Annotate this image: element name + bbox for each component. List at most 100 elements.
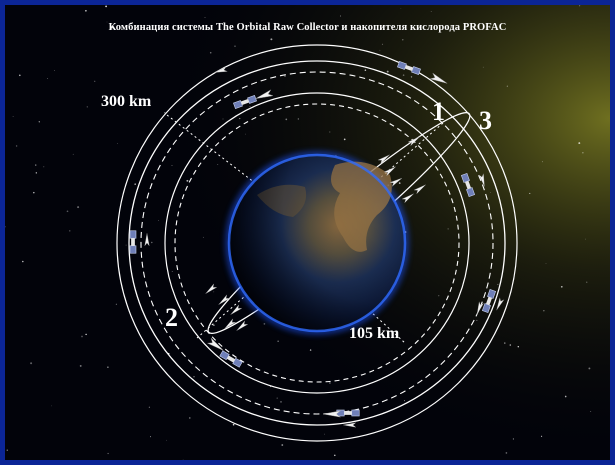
star <box>47 78 49 79</box>
star <box>85 9 87 12</box>
star <box>541 161 543 163</box>
star <box>512 438 514 440</box>
star <box>379 49 381 51</box>
point-2-label: 2 <box>165 303 178 332</box>
star <box>277 340 279 342</box>
star <box>182 459 184 460</box>
star <box>217 163 219 165</box>
star <box>404 400 405 402</box>
earth-shadow <box>229 155 405 331</box>
star <box>529 192 531 194</box>
star <box>506 85 508 87</box>
star <box>148 406 151 408</box>
outer-dashed-orbit <box>140 71 494 415</box>
outer-orbit <box>128 60 506 426</box>
star <box>482 66 484 68</box>
star <box>543 310 545 312</box>
star <box>232 423 235 426</box>
star <box>281 444 284 446</box>
radius-lines <box>166 114 444 344</box>
star <box>209 51 212 54</box>
star <box>69 230 71 232</box>
star <box>560 285 563 288</box>
star <box>107 452 109 455</box>
star <box>105 5 107 8</box>
star <box>381 43 384 45</box>
star <box>364 69 367 71</box>
star <box>505 452 508 454</box>
star <box>343 138 346 141</box>
star <box>588 367 591 370</box>
star <box>297 118 299 120</box>
star <box>476 319 478 321</box>
star <box>402 39 404 41</box>
star <box>329 382 331 384</box>
star <box>171 164 173 167</box>
star <box>54 70 55 71</box>
star <box>585 238 586 240</box>
star <box>443 150 444 151</box>
star <box>263 323 266 325</box>
star <box>33 191 35 194</box>
star <box>386 70 389 73</box>
star <box>517 346 519 348</box>
star <box>22 260 24 263</box>
star <box>303 28 305 30</box>
star <box>163 111 166 114</box>
star <box>234 45 236 47</box>
altitude-300km-label: 300 km <box>101 93 152 110</box>
star <box>158 220 159 222</box>
star <box>77 206 80 209</box>
star <box>117 142 119 144</box>
star <box>5 226 6 228</box>
star <box>125 244 127 246</box>
star <box>329 131 331 133</box>
star <box>213 291 215 293</box>
star <box>245 133 246 135</box>
star <box>579 5 581 7</box>
star <box>400 8 402 9</box>
star <box>85 333 87 336</box>
star <box>280 401 282 403</box>
star <box>410 76 413 78</box>
star <box>578 142 581 145</box>
star <box>204 17 206 18</box>
star <box>134 183 136 185</box>
star <box>30 362 33 365</box>
star <box>106 21 108 23</box>
star <box>430 11 432 12</box>
star <box>186 179 189 182</box>
radius-line-105km <box>324 269 406 344</box>
star <box>438 295 440 297</box>
star <box>94 80 96 82</box>
star <box>171 271 173 272</box>
star <box>193 376 195 378</box>
star <box>81 335 83 338</box>
star <box>35 164 37 166</box>
star <box>222 118 224 120</box>
altitude-105km-label: 105 km <box>349 325 400 342</box>
star <box>590 411 592 412</box>
orbit-scene <box>5 5 610 460</box>
star <box>339 15 342 17</box>
star <box>309 349 312 351</box>
star <box>12 116 14 117</box>
point-1-label: 1 <box>432 97 445 126</box>
star <box>249 106 251 108</box>
star <box>38 121 40 123</box>
star <box>110 26 113 29</box>
star <box>35 172 37 174</box>
star <box>497 283 499 286</box>
star <box>202 236 204 238</box>
star <box>447 228 449 230</box>
star <box>270 38 273 41</box>
star <box>107 366 109 368</box>
star <box>586 281 588 283</box>
star <box>276 397 278 399</box>
star <box>150 436 151 438</box>
radius-line-300km <box>166 114 291 211</box>
inner-orbit <box>164 92 470 394</box>
star <box>504 342 506 344</box>
star <box>213 324 215 326</box>
